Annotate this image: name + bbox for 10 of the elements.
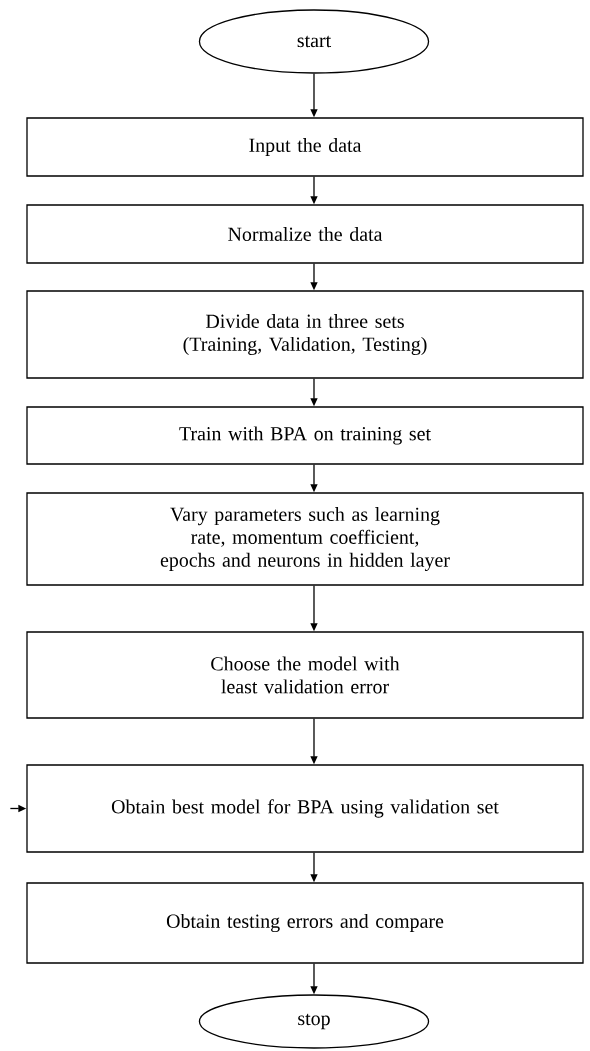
process-box: Train with BPA on training set [26, 406, 584, 465]
process-box: Choose the model with least validation error [26, 631, 584, 719]
process-box: Obtain testing errors and compare [26, 882, 584, 964]
process-box: Vary parameters such as learning rate, momentum coefficient, epochs and neurons in hidden layer [26, 492, 584, 586]
terminal-oval: stop [198, 994, 430, 1049]
process-box: Divide data in three sets (Training, Validation, Testing) [26, 290, 584, 379]
process-box: Normalize the data [26, 204, 584, 264]
terminal-oval: start [198, 9, 430, 74]
process-box: Input the data [26, 117, 584, 177]
process-box: Obtain best model for BPA using validation set [26, 764, 584, 853]
